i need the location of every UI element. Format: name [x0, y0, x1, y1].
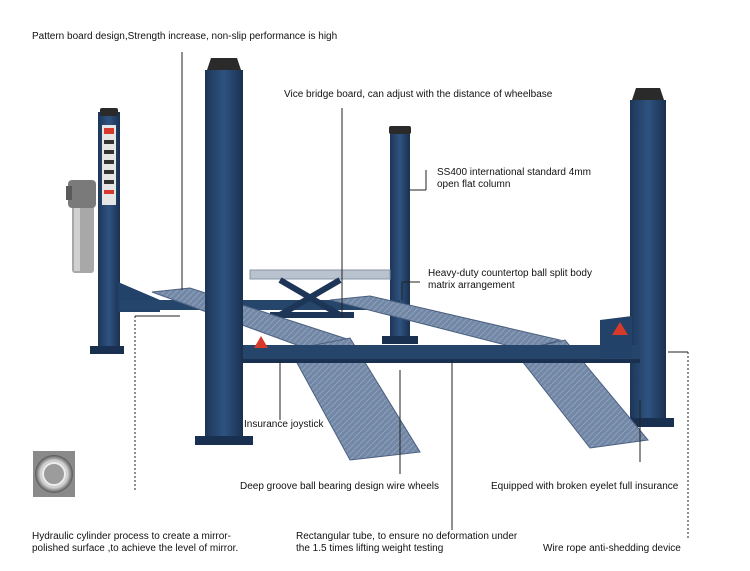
label-deep-groove: Deep groove ball bearing design wire whe…	[240, 481, 440, 492]
label-broken-eyelet: Equipped with broken eyelet full insuran…	[491, 481, 679, 492]
left-ramp	[289, 337, 421, 461]
label-hydraulic-line1: Hydraulic cylinder process to create a m…	[32, 531, 231, 542]
warning-label-panel	[102, 125, 116, 205]
warning-triangle-left-icon	[254, 336, 268, 348]
right-runway	[329, 295, 649, 449]
right-ramp	[514, 339, 649, 449]
leader-lines	[134, 52, 689, 540]
label-countertop-line1: Heavy-duty countertop ball split body	[428, 268, 592, 279]
back-crossbeam	[118, 282, 400, 312]
label-vice-bridge: Vice bridge board, can adjust with the d…	[284, 89, 553, 100]
cylinder-photo	[33, 451, 75, 497]
front-crossbeam	[240, 316, 640, 363]
label-ss400-line1: SS400 international standard 4mm	[437, 167, 591, 178]
label-hydraulic-line2: polished surface ,to achieve the level o…	[32, 543, 239, 554]
power-unit	[66, 180, 96, 273]
label-rect-tube-line1: Rectangular tube, to ensure no deformati…	[296, 531, 518, 542]
label-ss400-line2: open flat column	[437, 179, 511, 190]
label-wire-rope: Wire rope anti-shedding device	[543, 543, 681, 554]
label-rect-tube-line2: the 1.5 times lifting weight testing	[296, 543, 444, 554]
front-left-column	[195, 58, 253, 445]
label-insurance-joystick: Insurance joystick	[244, 419, 324, 430]
label-countertop-line2: matrix arrangement	[428, 280, 515, 291]
back-middle-column	[382, 126, 418, 344]
front-right-column	[622, 88, 674, 427]
left-runway	[151, 287, 421, 461]
scissor-bridge	[249, 269, 391, 318]
warning-triangle-right-icon	[612, 322, 628, 335]
back-left-column	[90, 108, 124, 354]
label-pattern-board: Pattern board design,Strength increase, …	[32, 31, 338, 42]
